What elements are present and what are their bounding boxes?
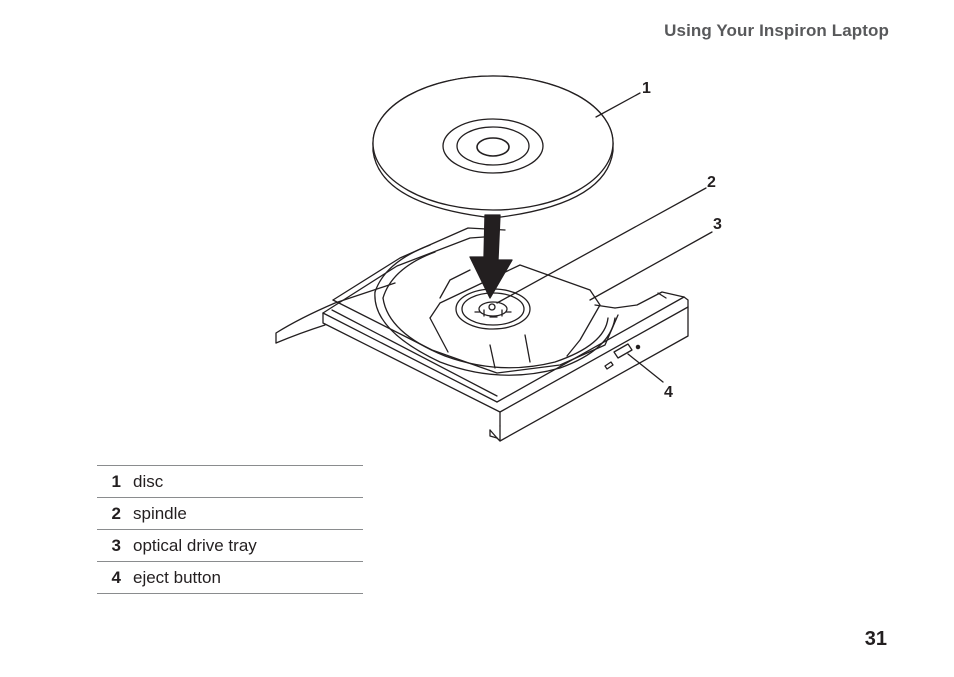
legend-number: 2 — [111, 503, 121, 523]
disc-graphic — [372, 75, 614, 219]
legend-row: 4 eject button — [97, 562, 363, 594]
legend-number: 1 — [111, 471, 121, 491]
leader-line-4 — [627, 353, 664, 383]
page-number: 31 — [864, 628, 887, 650]
callout-1: 1 — [642, 80, 651, 97]
callout-2: 2 — [707, 174, 716, 191]
legend-label: optical drive tray — [133, 535, 257, 555]
legend-number: 4 — [111, 567, 121, 587]
insertion-arrow — [469, 214, 513, 299]
laptop-edge — [275, 282, 396, 344]
eject-button-graphic — [604, 343, 641, 370]
running-header: Using Your Inspiron Laptop — [664, 21, 889, 40]
leader-line-3 — [589, 231, 713, 301]
legend-label: eject button — [133, 567, 221, 587]
legend-row: 1 disc — [97, 466, 363, 498]
callout-3: 3 — [713, 216, 722, 233]
legend-number: 3 — [111, 535, 121, 555]
legend-label: spindle — [133, 503, 187, 523]
callout-4: 4 — [664, 384, 673, 401]
leader-line-2 — [496, 187, 707, 304]
legend-label: disc — [133, 471, 164, 491]
callout-legend-table: 1 disc 2 spindle 3 optical drive tray 4 … — [97, 465, 363, 594]
legend-row: 2 spindle — [97, 498, 363, 530]
legend-row: 3 optical drive tray — [97, 530, 363, 562]
leader-line-1 — [595, 92, 641, 118]
